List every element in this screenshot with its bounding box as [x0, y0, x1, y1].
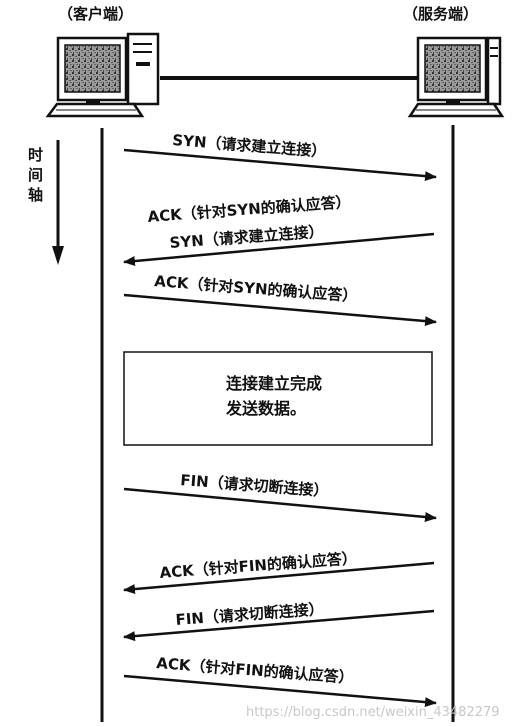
client-computer-icon	[45, 32, 160, 118]
message-ack-syn-final: ACK（针对SYN的确认应答）	[123, 272, 437, 327]
message-label: SYN（请求建立连接）	[169, 222, 324, 252]
watermark: https://blog.csdn.net/weixin_43482279	[246, 705, 500, 720]
time-axis-char-2: 间	[28, 166, 43, 184]
message-fin-response: FIN（请求切断连接）	[123, 600, 435, 642]
message-ack-fin-response: ACK（针对FIN的确认应答）	[123, 549, 435, 595]
time-axis-arrow	[52, 140, 64, 265]
message-syn-request: SYN（请求建立连接）	[123, 131, 437, 182]
message-ack-fin-final: ACK（针对FIN的确认应答）	[123, 654, 437, 708]
message-syn-response: SYN（请求建立连接）	[123, 222, 435, 266]
message-label: ACK（针对SYN的确认应答）	[147, 193, 351, 226]
time-axis-char-1: 时	[28, 146, 43, 164]
box-line-1: 连接建立完成	[226, 374, 322, 393]
server-label: （服务端）	[403, 5, 478, 23]
message-ack-syn-response: ACK（针对SYN的确认应答）	[147, 193, 351, 226]
data-transfer-box: 连接建立完成 发送数据。	[123, 351, 433, 446]
box-line-2: 发送数据。	[225, 399, 306, 418]
message-fin-request: FIN（请求切断连接）	[123, 471, 437, 522]
time-axis-char-3: 轴	[28, 186, 43, 204]
message-label: FIN（请求切断连接）	[175, 600, 324, 629]
server-computer-icon	[407, 36, 505, 118]
client-label: （客户端）	[58, 5, 133, 23]
